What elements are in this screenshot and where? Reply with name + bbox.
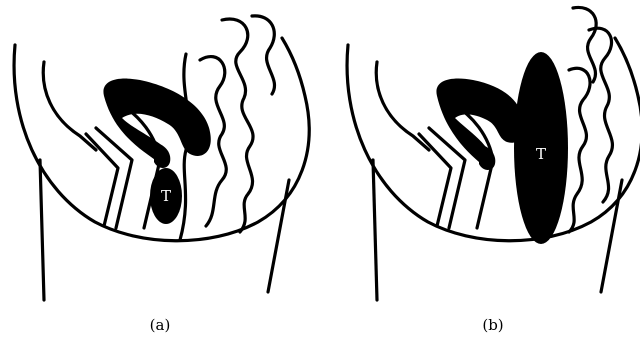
panel-b-bowel-wave-2 [589, 28, 612, 202]
panel-b-tumor-label: T [536, 145, 546, 163]
panel-a-cervix [154, 142, 170, 168]
panel-a-tumor-label: T [161, 187, 171, 205]
panel-a-right-leg-line [268, 180, 289, 292]
panel-a-bowel-wave-3 [252, 16, 275, 94]
panel-b-urethra-line [419, 134, 451, 226]
panel-a-urethra-line [86, 134, 118, 226]
panel-a-caption: (a) [150, 316, 171, 334]
panel-a-bowel-wave-2 [222, 19, 253, 232]
panel-b-right-leg-line [601, 180, 622, 292]
panel-b-cervix [479, 144, 495, 170]
panel-b-caption: (b) [482, 316, 503, 334]
panel-b: T (b) [347, 7, 640, 334]
panel-b-bowel-wave-1 [569, 68, 590, 232]
panel-a: T (a) [14, 16, 309, 334]
panel-a-left-leg-line [40, 160, 44, 300]
panel-b-left-leg-line [373, 160, 377, 300]
